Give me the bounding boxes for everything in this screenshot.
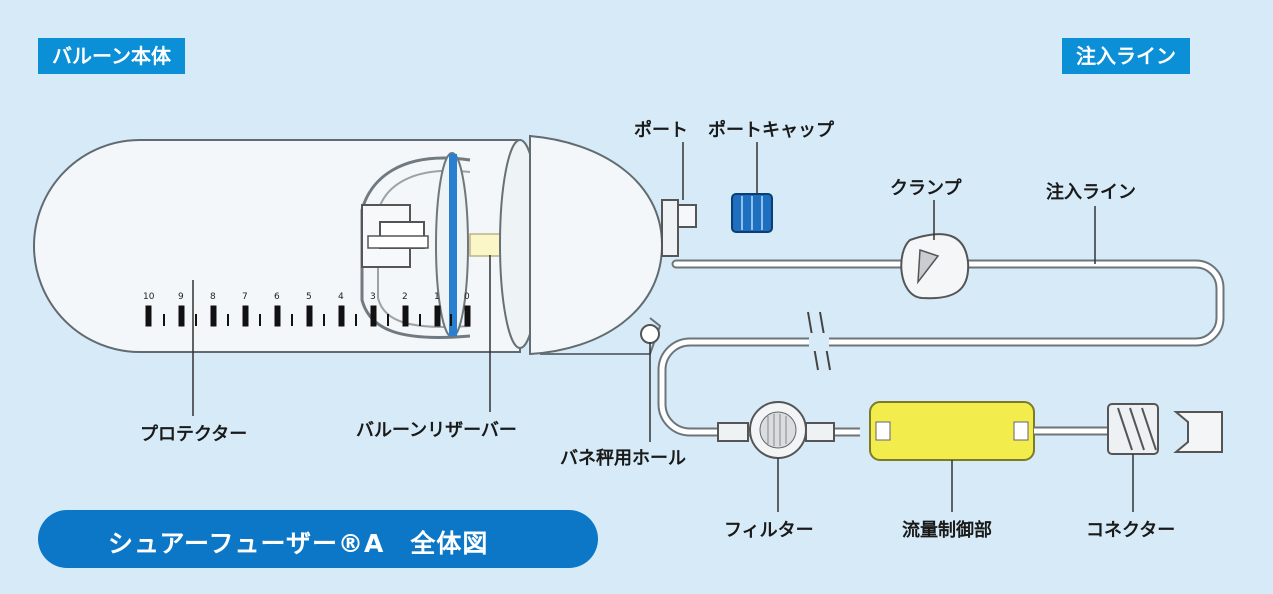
port-label: ポート <box>634 120 688 141</box>
filter-label: フィルター <box>724 520 814 541</box>
nose-cone <box>529 134 664 356</box>
port-cap-label: ポートキャップ <box>708 120 834 141</box>
scale-number: 7 <box>242 292 248 302</box>
title-banner: シュアーフューザー®A 全体図 <box>38 510 598 568</box>
connector-label: コネクター <box>1086 520 1176 541</box>
scale-number: 6 <box>274 292 280 302</box>
spring-scale-hole-mark <box>640 324 660 344</box>
scale-number: 2 <box>402 292 408 302</box>
protector-label: プロテクター <box>140 424 248 445</box>
scale-number: 8 <box>210 292 216 302</box>
scale-number: 1 <box>434 292 440 302</box>
scale-number: 0 <box>464 292 470 302</box>
flow-control-shape <box>869 401 1035 461</box>
balloon-body-tag: バルーン本体 <box>38 38 185 74</box>
infusion-line-label: 注入ライン <box>1046 182 1136 203</box>
clamp-shape <box>900 233 970 300</box>
protector-body <box>33 139 521 353</box>
clamp-label: クランプ <box>890 178 962 199</box>
diagram-title: シュアーフューザー®A 全体図 <box>108 529 489 558</box>
infusion-line-tag: 注入ライン <box>1062 38 1190 74</box>
balloon-reservoir-label: バルーンリザーバー <box>356 420 517 441</box>
connector-shape <box>1107 403 1159 455</box>
scale-number: 5 <box>306 292 312 302</box>
volume-scale <box>145 305 471 327</box>
connector-cap <box>1173 411 1223 453</box>
scale-number: 3 <box>370 292 376 302</box>
port-body <box>661 199 679 257</box>
scale-number: 10 <box>143 292 155 302</box>
scale-number: 4 <box>338 292 344 302</box>
scale-number: 9 <box>178 292 184 302</box>
reservoir-blue-band <box>449 154 457 336</box>
spring-scale-hole-label: バネ秤用ホール <box>560 448 686 469</box>
flow-control-label: 流量制御部 <box>902 520 992 541</box>
